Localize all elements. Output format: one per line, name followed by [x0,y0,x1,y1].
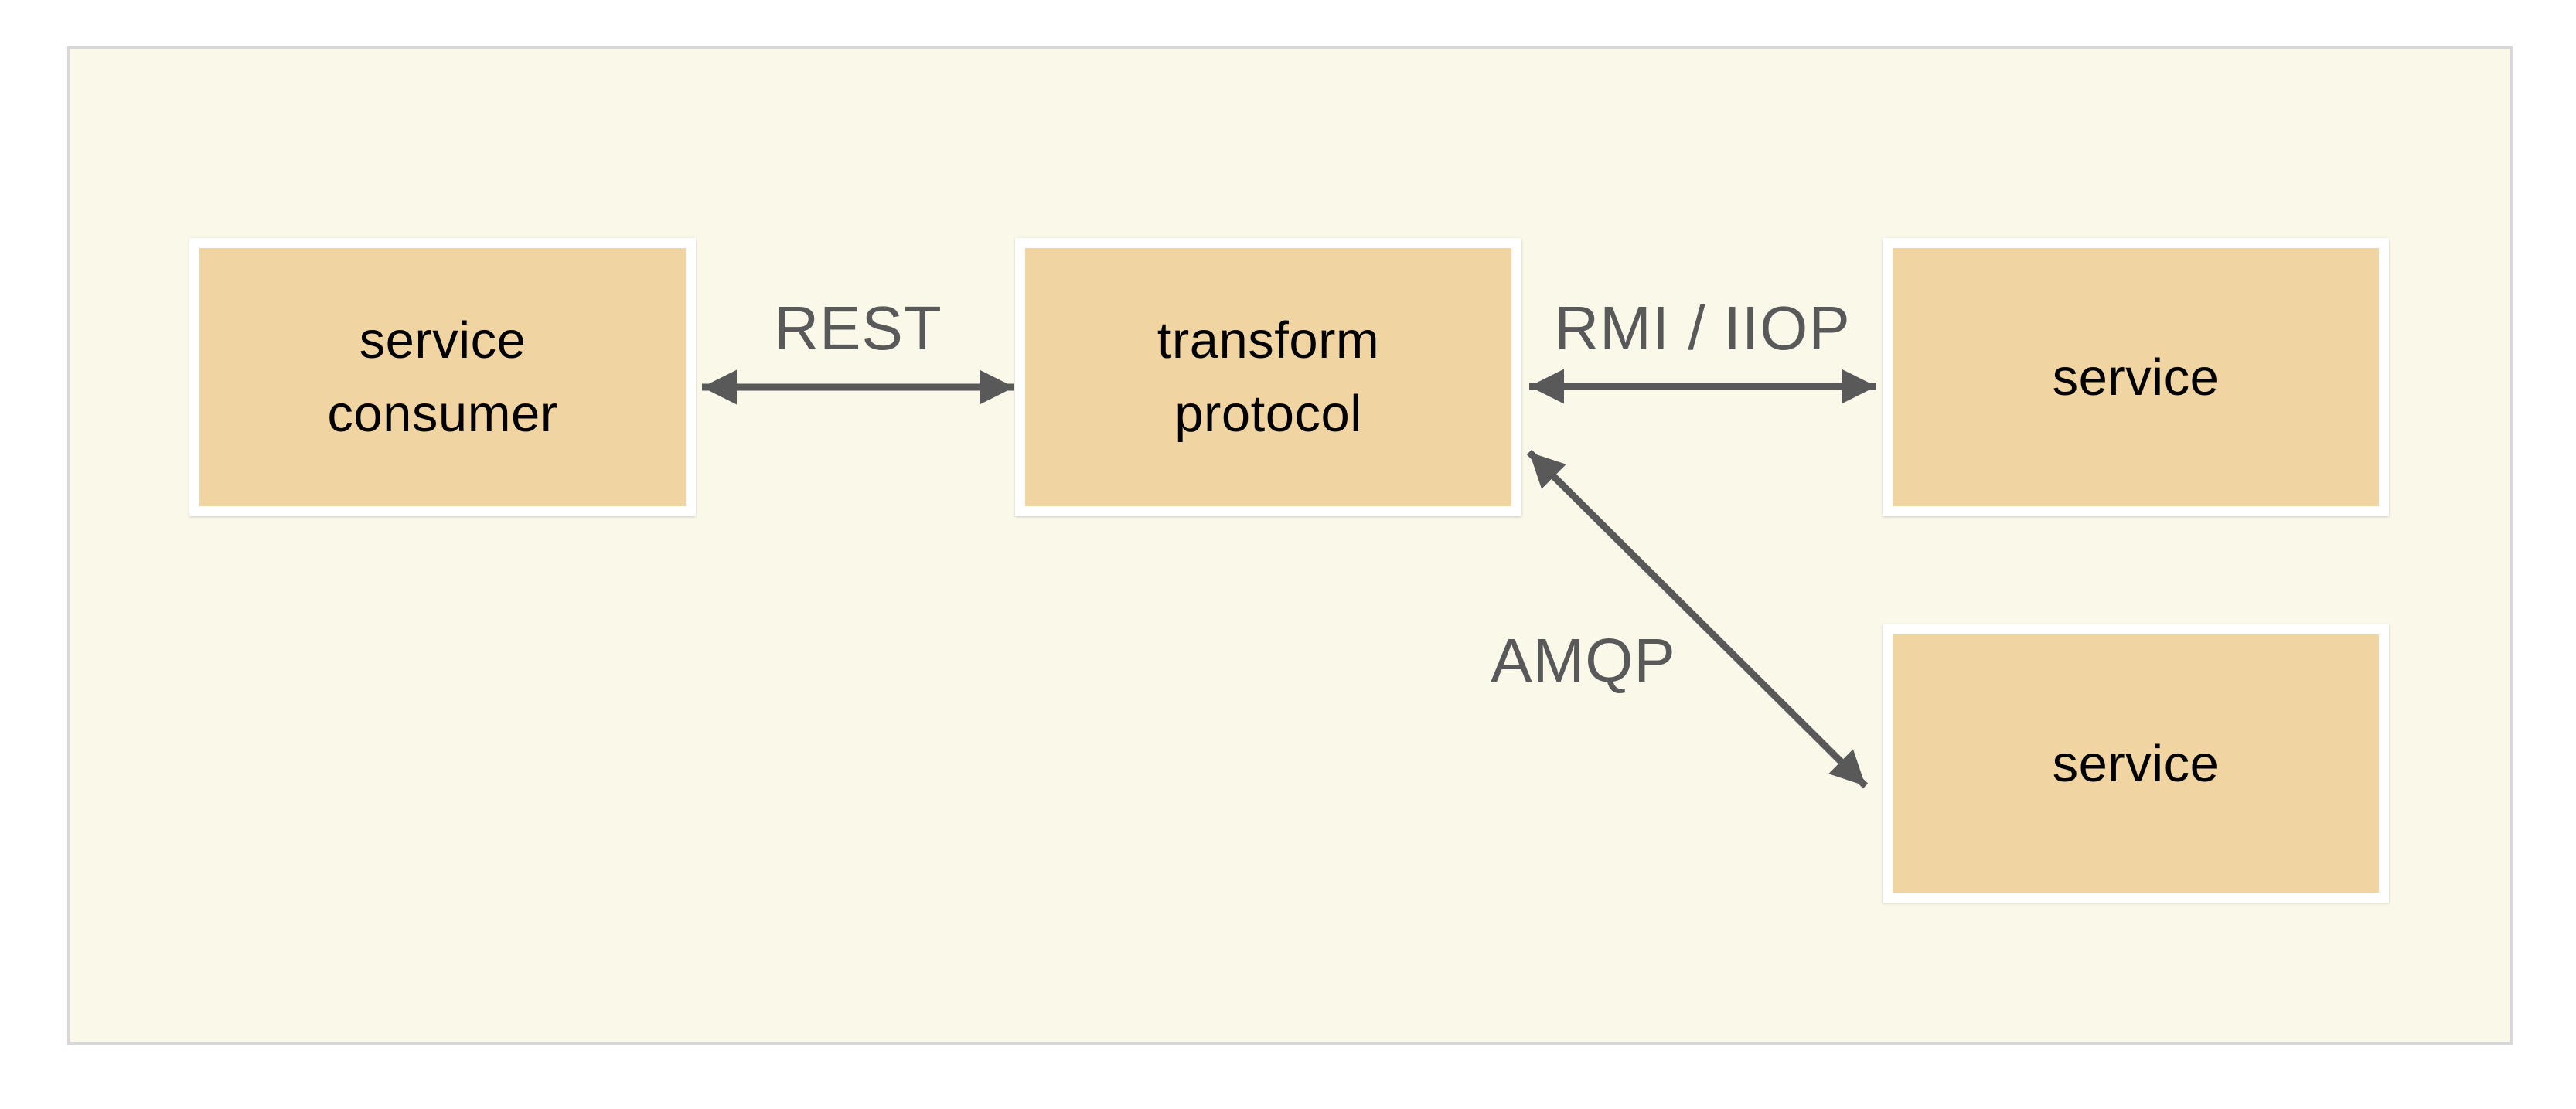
edge-label-rest: REST [774,294,942,362]
node-service-bottom: service [1883,624,2389,903]
node-label-service-bottom: service [2053,727,2220,801]
node-service-top: service [1883,238,2389,516]
node-label-line: protocol [1174,385,1362,443]
node-label-line: service [2052,734,2220,793]
node-label-service-top: service [2053,341,2220,414]
node-transform-protocol: transform protocol [1015,238,1521,516]
edge-label-amqp: AMQP [1491,626,1676,695]
node-label-service-consumer: service consumer [327,304,557,451]
node-label-line: service [2052,348,2220,407]
node-label-line: consumer [327,385,558,443]
node-label-line: transform [1157,311,1380,369]
node-label-line: service [359,311,526,369]
node-label-transform-protocol: transform protocol [1157,304,1379,451]
node-service-consumer: service consumer [189,238,696,516]
edge-label-rmi-iiop: RMI / IIOP [1554,294,1851,362]
